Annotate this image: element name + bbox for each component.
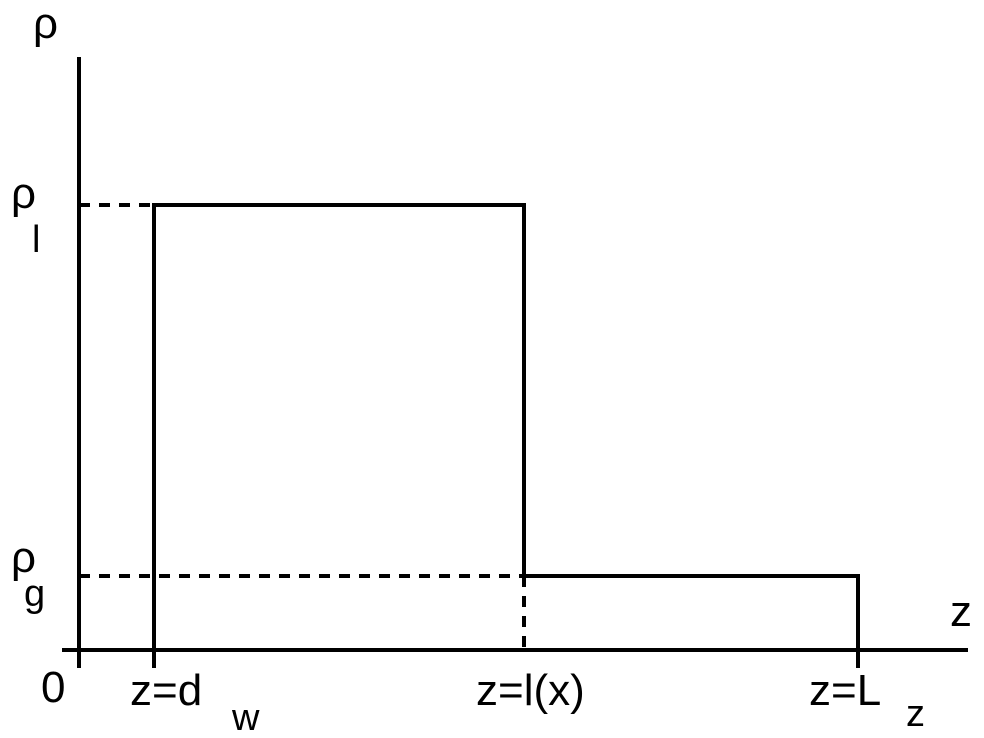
box-end-position-subscript: z — [906, 693, 925, 735]
density-profile-line — [152, 203, 860, 668]
origin-label: 0 — [41, 663, 65, 712]
box-end-position-label: z=L z — [809, 666, 925, 735]
liquid-density-subscript: l — [32, 219, 40, 261]
box-end-position-text: z=L — [809, 666, 881, 715]
wall-position-subscript: w — [231, 697, 260, 738]
gas-density-label: ρ g — [11, 533, 45, 615]
liquid-density-label: ρ l — [11, 169, 40, 261]
x-axis-label: z — [950, 587, 972, 636]
gas-density-subscript: g — [24, 573, 45, 615]
wall-position-label: z=d w — [130, 666, 260, 738]
liquid-density-symbol: ρ — [11, 169, 36, 218]
gas-density-symbol: ρ — [11, 533, 36, 582]
wall-position-text: z=d — [130, 666, 202, 715]
interface-position-label: z=l(x) — [476, 666, 585, 715]
y-axis-label: ρ — [33, 0, 58, 48]
